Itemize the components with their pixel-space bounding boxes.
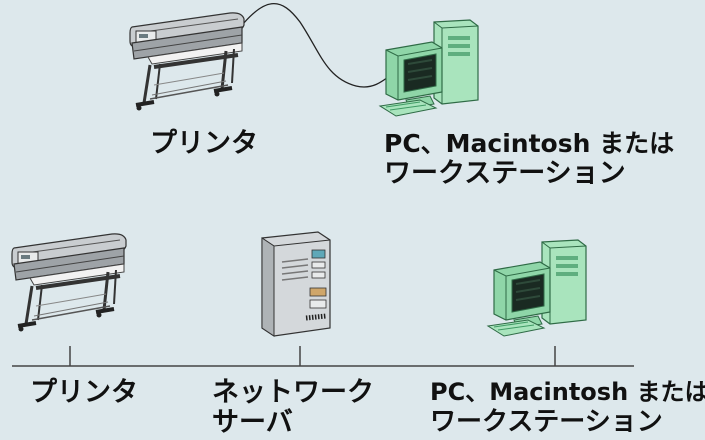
- server-label-line2: サーバ: [212, 407, 293, 438]
- computer-label-bottom-line1: PC、Macintosh または: [430, 378, 705, 406]
- large-format-printer-icon: [128, 10, 246, 113]
- network-bus-line: [12, 346, 634, 367]
- desktop-computer-icon: [379, 19, 479, 117]
- usb-cable: [231, 2, 396, 88]
- printer-label-bottom: プリンタ: [30, 377, 138, 408]
- computer-label-top-line1: PC、Macintosh または: [384, 129, 675, 158]
- computer-label-bottom-line2: ワークステーション: [430, 407, 663, 437]
- network-server-icon: [262, 232, 330, 336]
- desktop-computer-icon: [487, 239, 587, 337]
- computer-label-top-line2: ワークステーション: [384, 158, 626, 189]
- printer-label-top: プリンタ: [150, 128, 258, 159]
- server-label-line1: ネットワーク: [212, 377, 374, 408]
- large-format-printer-icon: [10, 231, 128, 334]
